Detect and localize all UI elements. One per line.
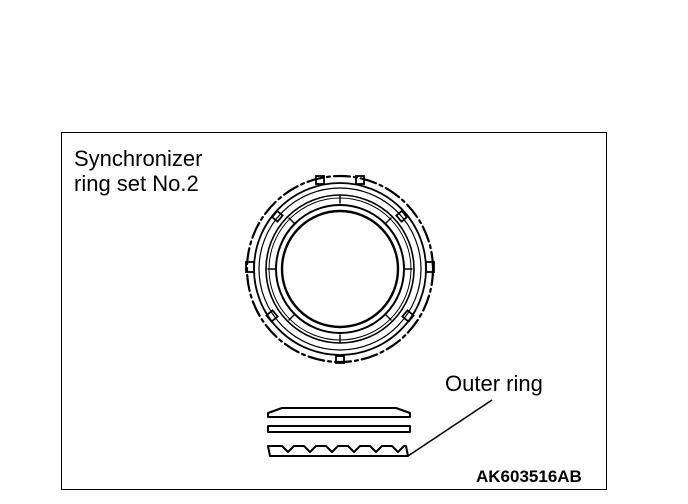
figure-frame (61, 132, 607, 490)
figure-title: Synchronizer ring set No.2 (74, 146, 202, 196)
ring-side-view-icon (267, 399, 493, 457)
title-line-1: Synchronizer (74, 146, 203, 171)
reference-code: AK603516AB (476, 467, 582, 486)
ring-top-view-icon (245, 174, 435, 364)
title-line-2: ring set No.2 (74, 171, 199, 196)
outer-ring-label: Outer ring (445, 371, 543, 396)
